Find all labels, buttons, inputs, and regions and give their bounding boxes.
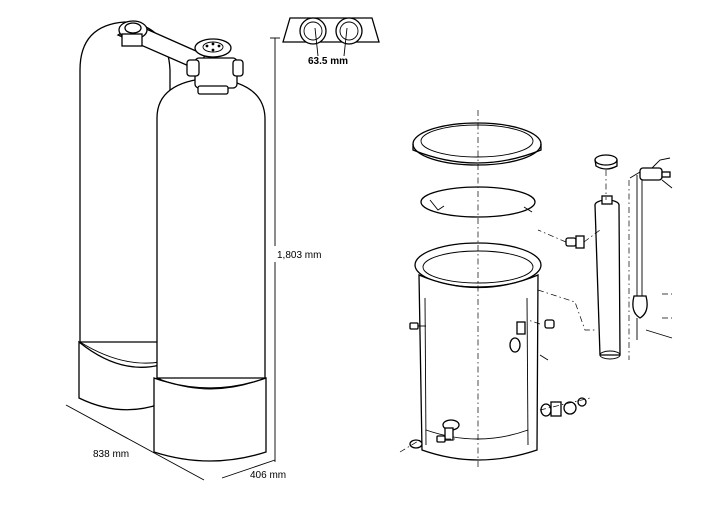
height-label: 1,803 mm bbox=[277, 250, 321, 261]
overflow-tube-path bbox=[537, 289, 596, 331]
width-dimension: 838 mm bbox=[65, 404, 205, 481]
interconnect-pipe bbox=[116, 20, 206, 71]
brine-tank-lid bbox=[412, 122, 542, 166]
control-valve bbox=[186, 38, 244, 95]
depth-dimension: 406 mm bbox=[221, 459, 286, 481]
bolt-set-left bbox=[399, 322, 455, 453]
brine-tank-body bbox=[414, 242, 542, 461]
brine-well bbox=[594, 195, 621, 360]
depth-label: 406 mm bbox=[250, 470, 286, 481]
twin-tank-assembly: 1,803 mm 838 mm 406 mm 63.5 mm bbox=[65, 17, 380, 481]
port-diameter-label: 63.5 mm bbox=[308, 56, 348, 67]
valve-outlet-port bbox=[232, 59, 244, 77]
height-dimension: 1,803 mm bbox=[270, 37, 334, 462]
brine-tank-exploded-view bbox=[399, 110, 673, 470]
side-port bbox=[509, 337, 521, 353]
brine-safety-valve bbox=[629, 157, 673, 189]
float-ball bbox=[632, 295, 648, 319]
overflow-fitting bbox=[516, 321, 526, 335]
port-detail: 63.5 mm bbox=[282, 17, 380, 67]
float-hardware-lines bbox=[662, 293, 672, 319]
valve-dial bbox=[194, 38, 232, 58]
connector-fitting-upper bbox=[537, 229, 601, 249]
fitting-set-right bbox=[539, 397, 591, 417]
valve-inlet-port bbox=[186, 59, 200, 77]
float-assembly bbox=[632, 175, 673, 340]
bottom-fitting bbox=[409, 439, 423, 449]
width-label: 838 mm bbox=[93, 449, 129, 460]
front-resin-tank bbox=[153, 77, 267, 462]
rear-resin-tank bbox=[78, 21, 171, 411]
grommet-fitting bbox=[527, 319, 555, 361]
brine-well-cap bbox=[594, 154, 618, 200]
